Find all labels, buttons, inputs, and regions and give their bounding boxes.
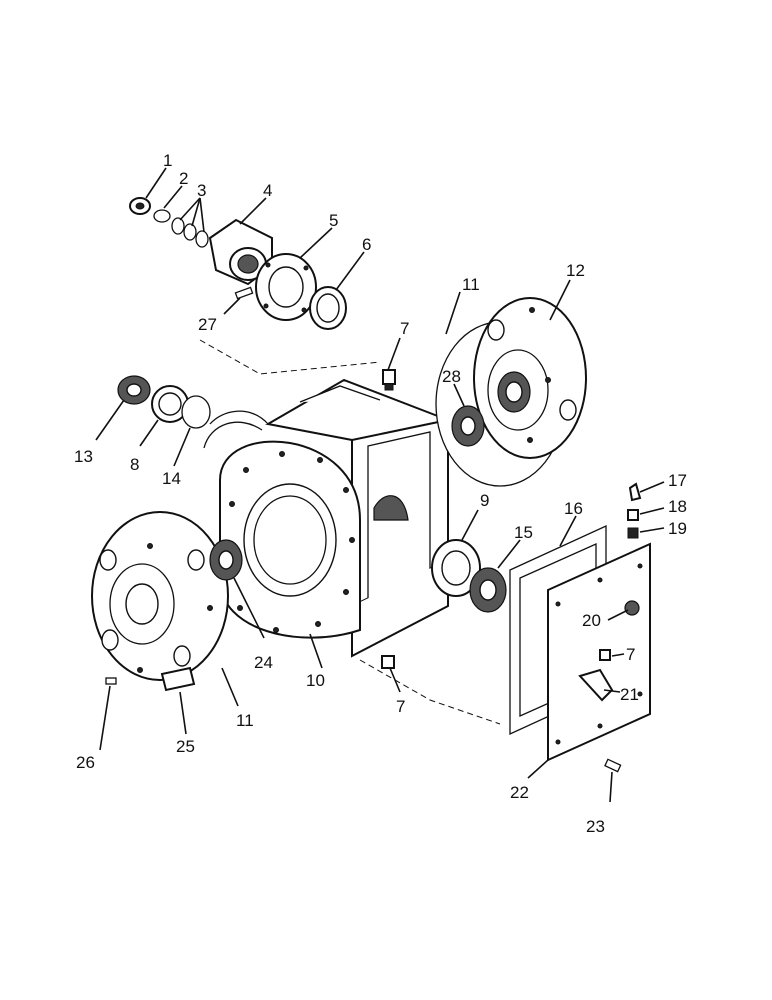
centerline-top — [199, 339, 381, 375]
part-3-shims — [171, 217, 209, 248]
callout-6: 6 — [362, 235, 371, 254]
callout-4: 4 — [263, 181, 272, 200]
callout-7-bottom: 7 — [396, 697, 405, 716]
callout-21: 21 — [620, 685, 639, 704]
part-6-bearing-cup — [309, 286, 347, 330]
part-12-bearing-retainer-right — [473, 297, 587, 459]
callout-10: 10 — [306, 671, 325, 690]
callout-7-top: 7 — [400, 319, 409, 338]
callout-5: 5 — [329, 211, 338, 230]
part-21-elbow — [578, 668, 614, 702]
callout-22: 22 — [510, 783, 529, 802]
part-5-gasket — [255, 253, 317, 321]
callout-25: 25 — [176, 737, 195, 756]
part-14-shim — [181, 395, 211, 429]
callout-labels: 1 2 3 4 5 6 27 7 11 12 28 13 8 14 17 18 … — [74, 151, 687, 836]
part-23-bolt — [604, 758, 622, 773]
callout-24: 24 — [254, 653, 273, 672]
callout-3: 3 — [197, 181, 206, 200]
part-28-bearing-cone-right — [451, 405, 485, 447]
part-26-capscrew — [105, 677, 117, 685]
callout-8: 8 — [130, 455, 139, 474]
centerline-bottom — [359, 659, 501, 725]
part-11-bearing-retainer-left — [91, 511, 229, 681]
callout-1: 1 — [163, 151, 172, 170]
part-19-coupling — [627, 527, 639, 539]
callout-9: 9 — [480, 491, 489, 510]
part-4-pinion-housing — [208, 218, 273, 286]
callout-7-cover: 7 — [626, 645, 635, 664]
callout-2: 2 — [179, 169, 188, 188]
part-17-breather — [628, 482, 642, 502]
part-18-reducer — [627, 509, 639, 521]
part-13-bearing-cone — [117, 375, 151, 405]
part-7-plug-cover — [599, 649, 611, 661]
callout-18: 18 — [668, 497, 687, 516]
part-24-bearing-cone-left — [209, 539, 243, 581]
part-1-nut — [129, 197, 151, 215]
callout-20: 20 — [582, 611, 601, 630]
part-10-gearbox-housing — [203, 378, 449, 658]
part-8-bearing-cup — [151, 385, 189, 423]
part-15-bearing-cone — [469, 567, 507, 613]
callout-27: 27 — [198, 315, 217, 334]
part-20-fitting — [624, 600, 640, 616]
callout-28: 28 — [442, 367, 461, 386]
part-7-drain-plug-bottom — [381, 655, 395, 669]
callout-13: 13 — [74, 447, 93, 466]
callout-14: 14 — [162, 469, 181, 488]
leader-lines — [95, 167, 665, 803]
callout-15: 15 — [514, 523, 533, 542]
part-9-bearing-cup-right — [431, 539, 481, 597]
callout-19: 19 — [668, 519, 687, 538]
callout-11-bottom: 11 — [236, 711, 254, 730]
callout-17: 17 — [668, 471, 687, 490]
part-7-breather-plug-top — [382, 369, 396, 391]
callout-16: 16 — [564, 499, 583, 518]
callout-23: 23 — [586, 817, 605, 836]
callout-12: 12 — [566, 261, 585, 280]
callout-11-top: 11 — [462, 275, 480, 294]
callout-26: 26 — [76, 753, 95, 772]
part-25-lock-plate — [160, 666, 196, 692]
part-27-bolt — [234, 286, 254, 300]
part-2-washer — [153, 209, 171, 223]
